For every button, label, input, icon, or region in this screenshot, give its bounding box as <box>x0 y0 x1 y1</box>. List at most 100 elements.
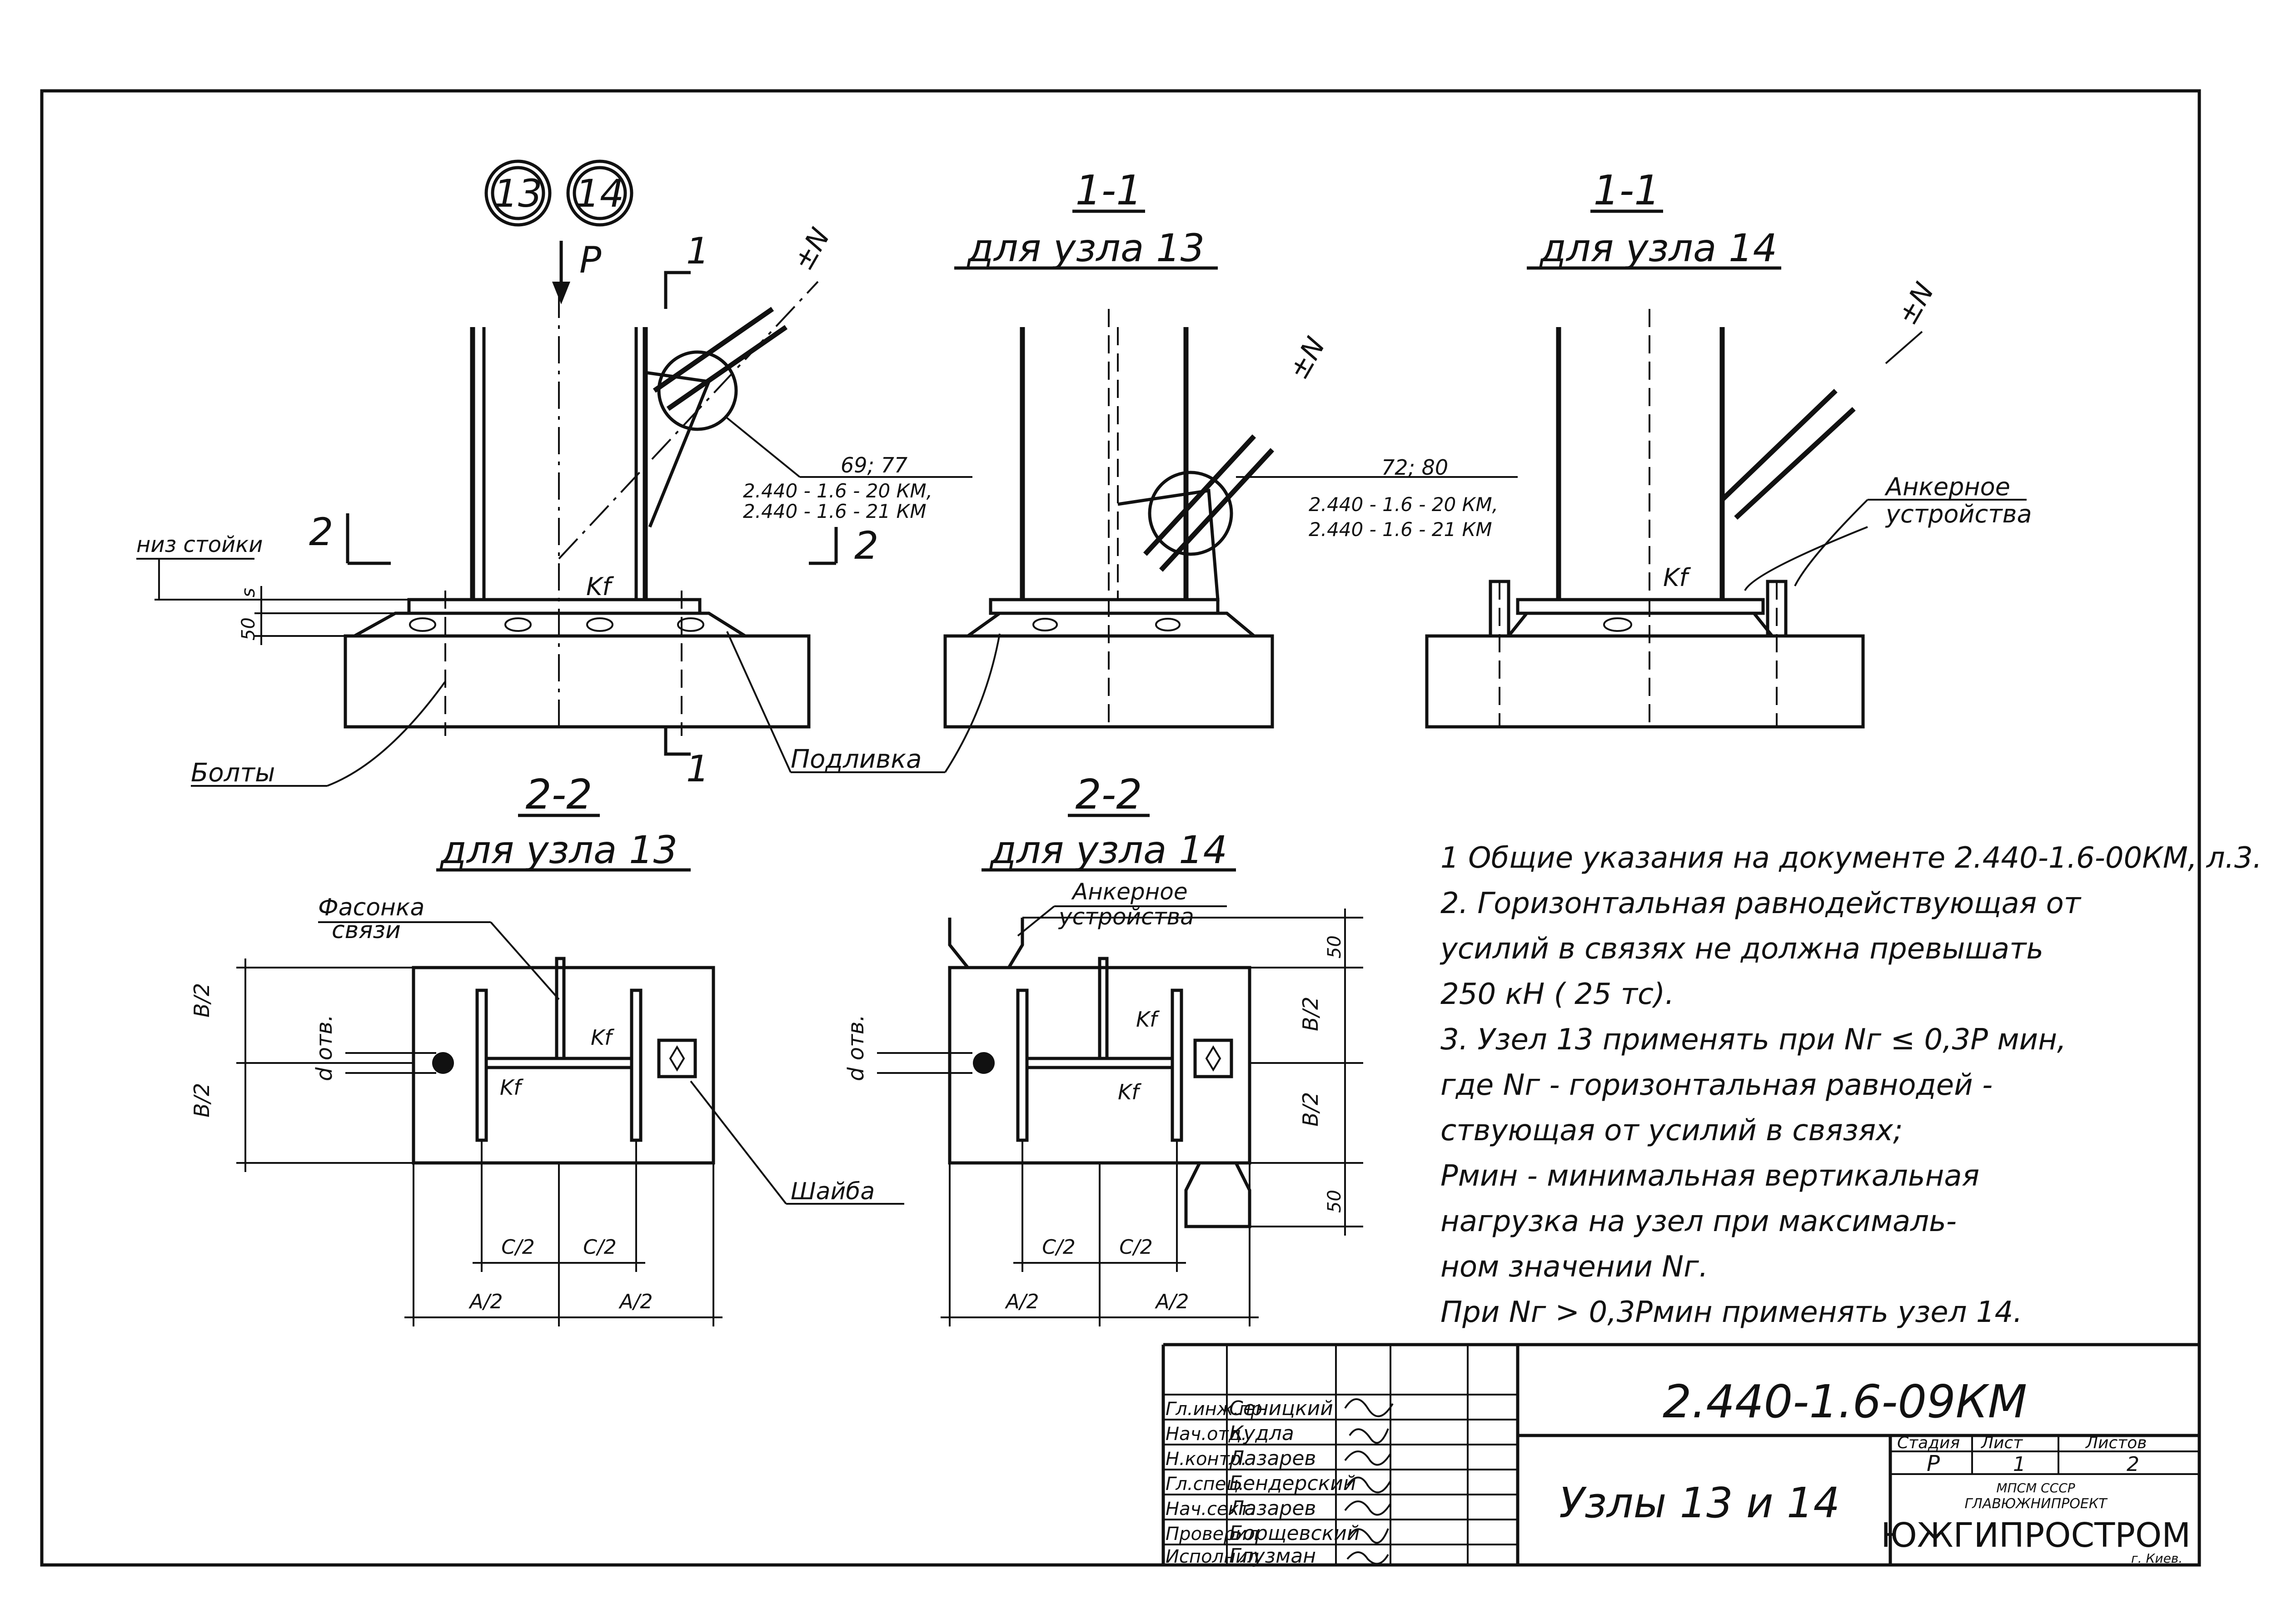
dim-B2-lower-13: B/2 <box>189 1083 214 1117</box>
kf-weld-label: Kf <box>586 572 614 601</box>
gusset-label-1: Фасонка <box>318 894 424 921</box>
ref14-sheets: 72; 80 <box>1381 455 1448 480</box>
s22-14-subtitle: для узла 14 <box>989 828 1227 872</box>
org-institute: ЮЖГИПРОСТРОМ <box>1881 1516 2191 1555</box>
org-ministry: МПСМ СССР <box>1996 1480 2075 1495</box>
drawing-title: Узлы 13 и 14 <box>1559 1479 1840 1527</box>
dim-B2-upper-13: B/2 <box>189 983 214 1018</box>
node-mark-14: 14 <box>576 171 624 216</box>
staff-name-6: Борщевский <box>1229 1522 1360 1545</box>
note-line-8: Рмин - минимальная вертикальная <box>1440 1159 1979 1193</box>
bottom-of-column-label: низ стойки <box>136 532 263 557</box>
section-2-mark-right: 2 <box>854 523 878 568</box>
elevation-view: 13 14 P ±N 1 Kf 1 <box>136 159 1001 790</box>
dim-50-top-14: 50 <box>1324 935 1345 959</box>
dim-A2-right-13: A/2 <box>618 1290 653 1313</box>
sheets-value: 2 <box>2127 1453 2139 1476</box>
s11-13-number: 1-1 <box>1076 167 1142 214</box>
section-2-mark-left: 2 <box>309 510 333 554</box>
anchor-device-label-1: Анкерное <box>1884 472 2010 501</box>
section-1-mark-bottom: 1 <box>686 748 709 790</box>
kf-weld-label-s22-13a: Kf <box>591 1025 614 1050</box>
s11-14-number: 1-1 <box>1594 167 1660 214</box>
bolts-label: Болты <box>191 758 275 788</box>
sheet-frame <box>40 89 2201 1567</box>
sheets-label: Листов <box>2085 1434 2147 1452</box>
dim-A2-right-14: A/2 <box>1155 1290 1189 1313</box>
staff-role-3: Н.контр. <box>1166 1449 1247 1470</box>
staff-role-7: Исполнил <box>1166 1546 1259 1567</box>
signatures <box>1344 1398 1394 1565</box>
s11-13-subtitle: для узла 13 <box>967 226 1205 270</box>
staff-role-1: Гл.инж.пр. <box>1166 1399 1268 1420</box>
staff-role-4: Гл.спец. <box>1166 1474 1244 1495</box>
org-main: ГЛАВЮЖНИПРОЕКТ <box>1965 1496 2108 1512</box>
section-1-mark-top: 1 <box>686 230 709 272</box>
sheet-label: Лист <box>1980 1434 2023 1452</box>
anchor-device-label-2: устройства <box>1885 500 2032 528</box>
ref13-doc2: 2.440 - 1.6 - 21 КМ <box>743 500 927 522</box>
staff-name-1: Сеницкий <box>1229 1397 1333 1420</box>
note-line-2: 2. Горизонтальная равнодействующая от <box>1440 887 2082 920</box>
staff-role-5: Нач.сект. <box>1166 1499 1256 1520</box>
general-notes: 1 Общие указания на документе 2.440-1.6-… <box>1440 841 2262 1329</box>
section-2-2-node14: 2-2 для узла 14 Анкерное устройства Kf K… <box>843 771 1363 1326</box>
stage-value: Р <box>1927 1451 1940 1476</box>
note-line-1: 1 Общие указания на документе 2.440-1.6-… <box>1440 841 2262 875</box>
staff-name-3: Лазарев <box>1228 1447 1316 1470</box>
note-line-11: При Nг > 0,3Рмин применять узел 14. <box>1440 1296 2023 1329</box>
staff-role-6: Проверил <box>1166 1524 1259 1545</box>
staff-name-7: Глузман <box>1229 1545 1316 1568</box>
s11-14-subtitle: для узла 14 <box>1539 226 1777 270</box>
dim-A2-left-13: A/2 <box>468 1290 503 1313</box>
note-line-6: где Nг - горизонтальная равнодей - <box>1440 1068 1993 1102</box>
s22-13-number: 2-2 <box>526 771 593 819</box>
axial-force-N-s14: ±N <box>1891 277 1940 330</box>
note-line-4: 250 кН ( 25 тс). <box>1440 978 1674 1011</box>
gusset-label-2: связи <box>332 917 401 944</box>
load-P-label: P <box>579 239 602 281</box>
node-mark-13: 13 <box>494 171 543 216</box>
ref14-doc1: 2.440 - 1.6 - 20 КМ, <box>1309 493 1498 516</box>
ref13-sheets: 69; 77 <box>841 453 907 477</box>
kf-weld-label-s22-14b: Kf <box>1118 1080 1141 1104</box>
dim-d-hole-14: d отв. <box>843 1014 869 1081</box>
document-code: 2.440-1.6-09КМ <box>1663 1375 2027 1428</box>
kf-weld-label-s22-14a: Kf <box>1136 1007 1160 1032</box>
dim-C2-right-14: C/2 <box>1119 1236 1153 1259</box>
dim-C2-left-13: C/2 <box>501 1236 535 1259</box>
title-block: Гл.инж.пр. Сеницкий Нач.отд. Кудла Н.кон… <box>1161 1343 2199 1568</box>
dim-d-hole-13: d отв. <box>312 1014 337 1081</box>
dim-50-bottom-14: 50 <box>1324 1190 1345 1213</box>
section-2-2-node13: 2-2 для узла 13 Фасонка связи Kf Kf Шайб… <box>189 771 904 1326</box>
note-line-10: ном значении Nг. <box>1440 1250 1708 1284</box>
staff-name-4: Бендерский <box>1229 1472 1356 1495</box>
s22-14-number: 2-2 <box>1076 771 1142 819</box>
axial-force-N-13: ±N <box>787 223 836 276</box>
note-line-5: 3. Узел 13 применять при Nг ≤ 0,3Р мин, <box>1440 1023 2066 1057</box>
section-1-1-node13: 1-1 для узла 13 ±N 72; 80 2.440 - 1.6 - … <box>943 167 1518 729</box>
stage-label: Стадия <box>1897 1434 1960 1452</box>
dim-B2-lower-14: B/2 <box>1298 1092 1323 1127</box>
dim-B2-upper-14: B/2 <box>1298 997 1323 1031</box>
kf-weld-label-s14: Kf <box>1663 563 1691 592</box>
dim-C2-left-14: C/2 <box>1042 1236 1076 1259</box>
note-line-9: нагрузка на узел при максималь- <box>1440 1205 1957 1238</box>
org-city: г. Киев. <box>2131 1551 2182 1566</box>
grout-label: Подливка <box>791 745 922 774</box>
dim-A2-left-14: A/2 <box>1005 1290 1039 1313</box>
dim-s: s <box>238 588 259 597</box>
anchor-device-label-s22-1: Анкерное <box>1071 879 1188 905</box>
note-line-3: усилий в связях не должна превышать <box>1440 932 2043 966</box>
note-line-7: ствующая от усилий в связях; <box>1440 1114 1903 1147</box>
kf-weld-label-s22-13b: Kf <box>500 1075 523 1100</box>
staff-role-2: Нач.отд. <box>1166 1424 1247 1445</box>
staff-name-5: Лазарев <box>1228 1497 1316 1520</box>
washer-label: Шайба <box>791 1178 875 1205</box>
s22-13-subtitle: для узла 13 <box>439 828 678 872</box>
ref13-doc1: 2.440 - 1.6 - 20 КМ, <box>743 480 932 502</box>
dim-C2-right-13: C/2 <box>583 1236 617 1259</box>
axial-force-N-s13: ±N <box>1282 332 1331 385</box>
staff-name-2: Кудла <box>1229 1422 1294 1445</box>
